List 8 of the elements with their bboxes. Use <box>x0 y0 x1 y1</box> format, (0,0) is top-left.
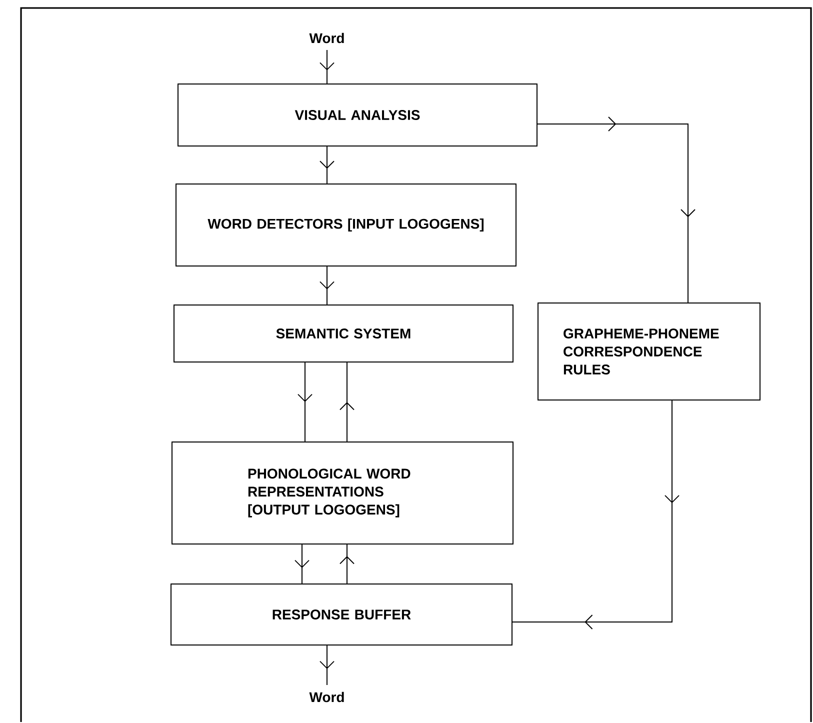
process-box: WORD DETECTORS [INPUT LOGOGENS] <box>176 184 516 266</box>
word-label: Word <box>309 32 344 44</box>
process-box: SEMANTIC SYSTEM <box>174 304 514 362</box>
process-box: VISUAL ANALYSIS <box>178 84 538 146</box>
process-box: RESPONSE BUFFER <box>170 584 512 646</box>
process-box: PHONOLOGICAL WORD REPRESENTATIONS [OUTPUT LOGOGENS] <box>172 442 514 544</box>
word-label: Word <box>309 692 344 702</box>
process-box: GRAPHEME-PHONEME CORRESPONDENCE RULES <box>538 302 760 400</box>
